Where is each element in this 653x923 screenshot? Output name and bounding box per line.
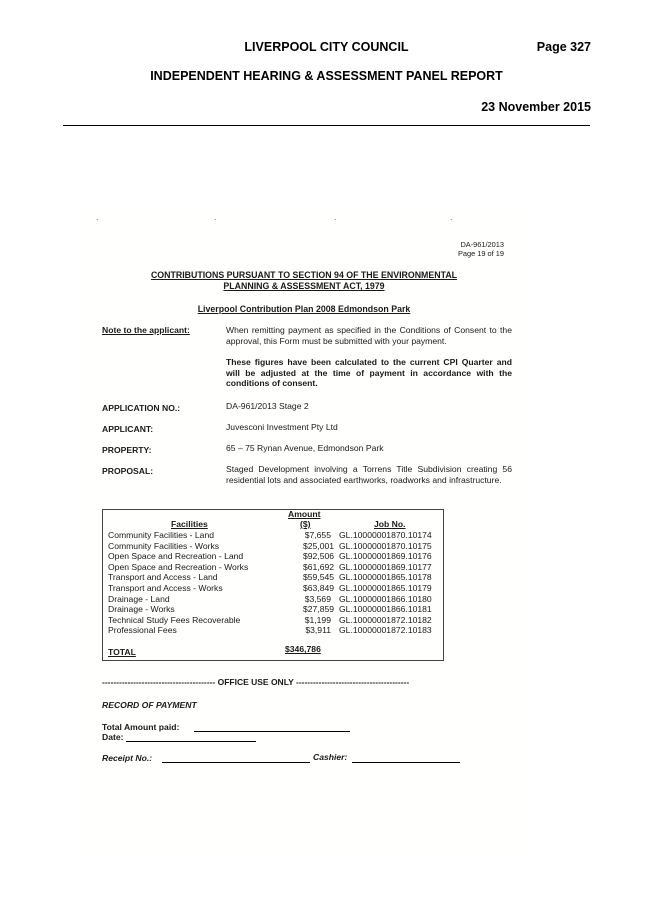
field-value-applicant: Juvesconi Investment Pty Ltd xyxy=(226,422,338,432)
field-value-property: 65 – 75 Rynan Avenue, Edmondson Park xyxy=(226,443,384,453)
fee-job-number: GL.10000001870.10174 xyxy=(339,530,432,540)
fee-amount: $3,911 xyxy=(305,625,331,636)
receipt-no-line xyxy=(162,762,310,763)
scan-mark: . xyxy=(450,212,453,222)
field-label-applicant: APPLICANT: xyxy=(102,424,154,434)
fee-facility: Professional Fees xyxy=(108,625,177,636)
fees-table: Facilities Amount ($) Job No. Community … xyxy=(102,509,444,661)
fee-amount: $1,199 xyxy=(304,614,331,625)
field-label-application: APPLICATION NO.: xyxy=(102,403,181,413)
fee-amount: $25,001 xyxy=(303,540,335,551)
fee-job-number: GL.10000001865.10179 xyxy=(339,583,432,593)
fee-amount: $27,859 xyxy=(303,604,335,615)
note-label: Note to the applicant: xyxy=(102,325,190,335)
field-value-application: DA-961/2013 Stage 2 xyxy=(226,401,309,411)
scan-mark: . xyxy=(96,212,99,222)
fee-facility: Community Facilities - Works xyxy=(108,540,220,551)
fee-amount: $59,545 xyxy=(303,572,335,583)
cashier-line xyxy=(352,762,460,763)
fee-job-number: GL.10000001872.10182 xyxy=(339,614,432,625)
fee-amount: $63,849 xyxy=(303,583,335,593)
fee-job-number: GL.10000001870.10175 xyxy=(339,540,432,551)
scan-mark: . xyxy=(214,212,217,222)
scanned-form: . . . . DA-961/2013 Page 19 of 19 CONTRI… xyxy=(80,212,528,854)
fee-job-number: GL.10000001866.10181 xyxy=(339,604,432,615)
fee-job-number: GL.10000001872.10183 xyxy=(339,625,432,636)
fee-job-number: GL.10000001869.10177 xyxy=(339,561,432,572)
fee-facility: Transport and Access - Works xyxy=(108,583,223,593)
field-label-property: PROPERTY: xyxy=(102,445,152,455)
fee-amount: $3,569 xyxy=(304,593,331,604)
fee-facility: Open Space and Recreation - Land xyxy=(108,551,244,562)
doc-ref-page: Page 19 of 19 xyxy=(457,249,504,258)
fee-facility: Drainage - Works xyxy=(108,604,175,615)
page-number: Page 327 xyxy=(536,40,591,54)
office-use-banner: ----------------------------------------… xyxy=(102,677,410,687)
fee-facility: Community Facilities - Land xyxy=(108,530,215,540)
col-header-amount-unit: ($) xyxy=(300,519,311,529)
note-text: When remitting payment as specified in t… xyxy=(226,325,512,346)
receipt-no-label: Receipt No.: xyxy=(102,753,153,763)
col-header-facilities: Facilities xyxy=(171,519,208,529)
doc-ref-da: DA-961/2013 xyxy=(460,240,504,249)
form-title-line2: PLANNING & ASSESSMENT ACT, 1979 xyxy=(223,281,385,291)
field-value-proposal: Staged Development involving a Torrens T… xyxy=(226,464,512,485)
fees-total-label: TOTAL xyxy=(108,647,136,657)
payment-date-line xyxy=(126,741,256,742)
cashier-label: Cashier: xyxy=(313,752,348,762)
total-paid-line xyxy=(194,731,350,732)
form-title-line1: CONTRIBUTIONS PURSUANT TO SECTION 94 OF … xyxy=(150,270,458,280)
note-bold-text: These figures have been calculated to th… xyxy=(226,357,512,388)
total-paid-label: Total Amount paid: xyxy=(102,722,180,732)
fee-job-number: GL.10000001865.10178 xyxy=(339,572,432,583)
fee-amount: $92,506 xyxy=(303,551,335,562)
form-subtitle: Liverpool Contribution Plan 2008 Edmonds… xyxy=(197,304,411,314)
fee-facility: Open Space and Recreation - Works xyxy=(108,561,249,572)
fee-job-number: GL.10000001869.10176 xyxy=(339,551,432,562)
report-title: INDEPENDENT HEARING & ASSESSMENT PANEL R… xyxy=(150,69,503,83)
fee-amount: $7,655 xyxy=(304,530,331,540)
col-header-job: Job No. xyxy=(374,519,406,529)
scan-mark: . xyxy=(334,212,337,222)
fee-facility: Drainage - Land xyxy=(108,593,170,604)
fee-job-number: GL.10000001866.10180 xyxy=(339,593,432,604)
fees-total-amount: $346,786 xyxy=(285,644,321,654)
fee-facility: Transport and Access - Land xyxy=(108,572,218,583)
header-rule xyxy=(63,125,590,126)
payment-date-label: Date: xyxy=(102,732,124,742)
fee-amount: $61,692 xyxy=(303,561,335,572)
record-of-payment-heading: RECORD OF PAYMENT xyxy=(102,700,197,710)
council-name: LIVERPOOL CITY COUNCIL xyxy=(244,40,409,54)
report-date: 23 November 2015 xyxy=(481,100,591,114)
fee-facility: Technical Study Fees Recoverable xyxy=(108,614,241,625)
field-label-proposal: PROPOSAL: xyxy=(102,466,154,476)
col-header-amount: Amount xyxy=(288,509,321,519)
